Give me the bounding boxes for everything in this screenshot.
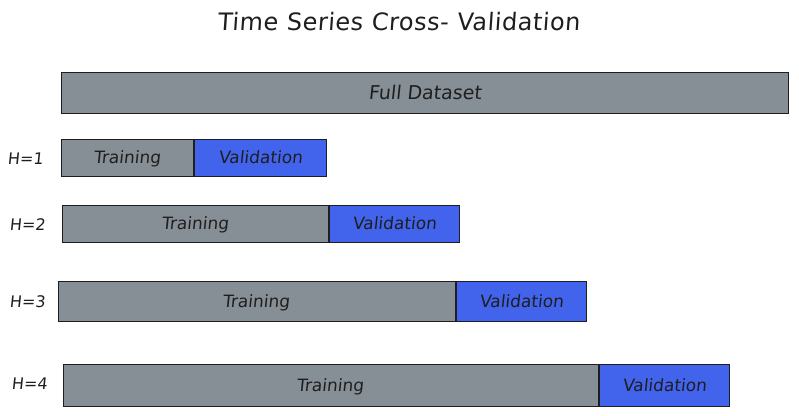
fold-4-validation-label: Validation xyxy=(621,375,708,396)
fold-2-training-block: Training xyxy=(62,205,329,243)
fold-1-training-block: Training xyxy=(61,139,194,177)
fold-3-training-block: Training xyxy=(58,281,456,322)
fold-4-training-label: Training xyxy=(296,375,366,396)
full-dataset-label: Full Dataset xyxy=(367,82,483,104)
fold-1-validation-label: Validation xyxy=(217,148,304,168)
fold-label-h3: H=3 xyxy=(9,292,47,311)
fold-2-training-label: Training xyxy=(160,214,231,234)
diagram-title: Time Series Cross- Validation xyxy=(217,8,582,36)
fold-3-validation-block: Validation xyxy=(456,281,587,322)
fold-3-validation-label: Validation xyxy=(478,291,565,312)
fold-1-training-label: Training xyxy=(92,148,163,168)
fold-label-h4: H=4 xyxy=(11,374,49,393)
fold-label-h2: H=2 xyxy=(9,215,47,234)
fold-4-validation-block: Validation xyxy=(599,364,730,407)
fold-4-training-block: Training xyxy=(63,364,599,407)
fold-2-validation-block: Validation xyxy=(329,205,460,243)
full-dataset-bar: Full Dataset xyxy=(61,72,789,114)
fold-2-validation-label: Validation xyxy=(351,214,438,234)
fold-1-validation-block: Validation xyxy=(194,139,327,177)
fold-label-h1: H=1 xyxy=(7,149,45,168)
fold-3-training-label: Training xyxy=(222,291,292,312)
